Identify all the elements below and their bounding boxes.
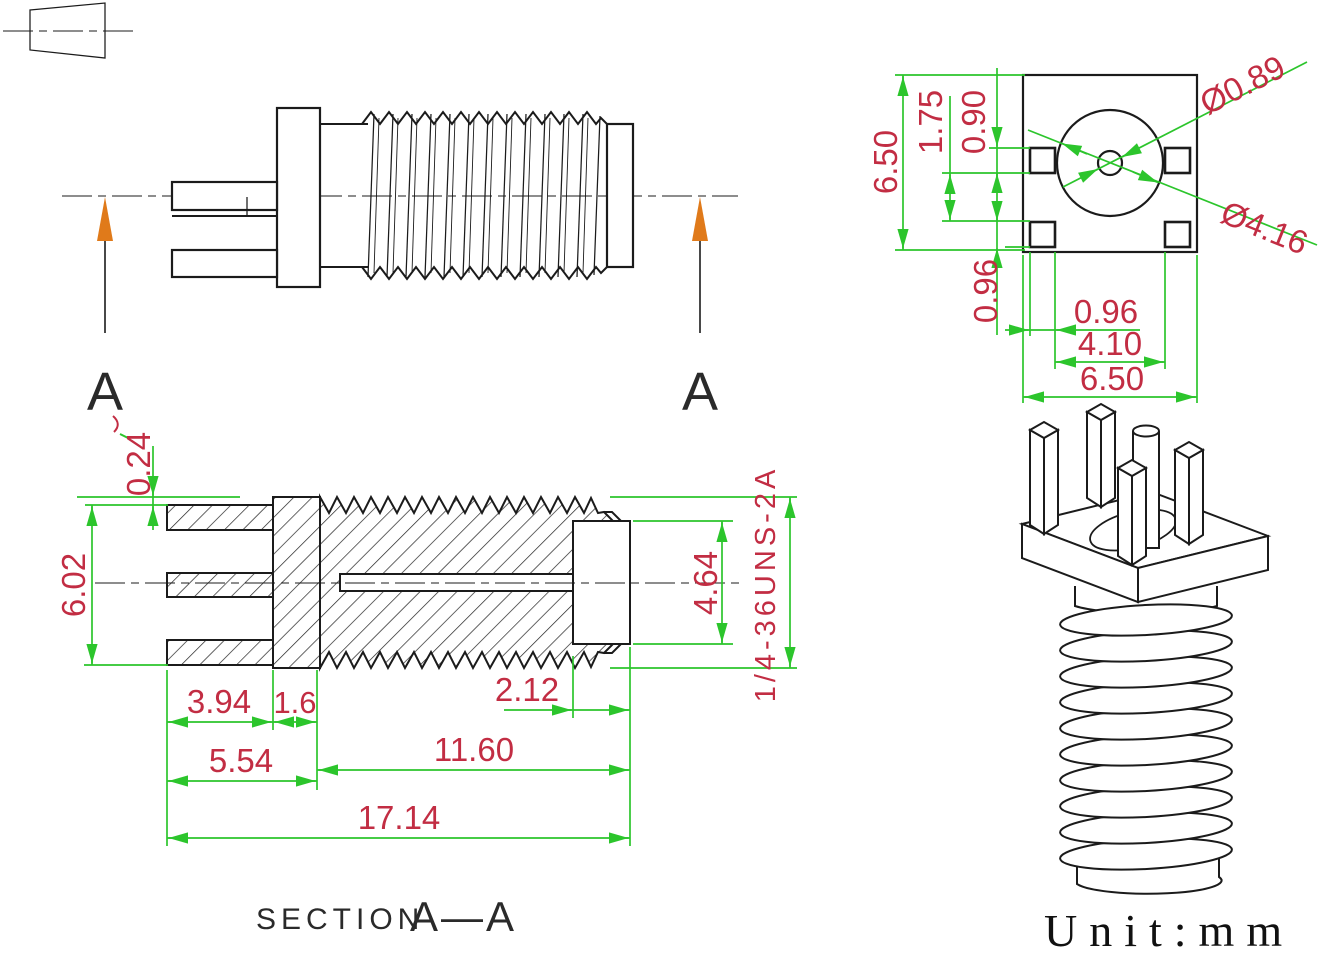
iso-post-left [1027,420,1061,536]
thread-crest-bottom [361,265,608,281]
flange-outline [275,106,322,289]
dim-lower-pin-height: 0.96 [967,259,1004,323]
section-title-name: A—A [410,893,517,940]
pin-lower-right [1163,220,1192,249]
dim-upper-pin-height: 0.90 [955,90,992,154]
front-view: 6.50 1.75 0.90 0.96 0.96 4.10 6.50 Ø0.89… [867,48,1318,403]
unit-label: Unit:mm [1044,905,1294,954]
dim-overall-width: 6.50 [1080,360,1144,397]
center-contact-section [166,572,274,598]
dim-leg-length: 3.94 [187,683,251,720]
iso-post-front [1115,458,1149,567]
iso-post-right [1172,440,1206,546]
dim-total-length: 17.14 [358,799,441,836]
dim-pin-width: 0.96 [1074,293,1138,330]
dim-front-length: 5.54 [209,742,273,779]
dim-thread-spec: 1/4-36UNS-2A [750,466,782,703]
body-end [605,122,635,269]
section-cut-arrow-left [97,197,113,333]
pin-lower-left [1028,220,1057,249]
iso-thread-rings [1059,603,1233,871]
dim-leg-step: 0.24 [120,432,157,496]
dim-bore-diameter: 4.64 [687,551,724,615]
cad-cursor-artifact [112,415,129,439]
section-title-prefix: SECTION [256,903,424,936]
cut-label-left: A [87,362,123,422]
dim-pin-spacing: 4.10 [1078,325,1142,362]
upper-leg [170,180,279,212]
dim-thread-length: 11.60 [434,731,514,768]
dim-leg-span: 6.02 [55,553,92,617]
lower-leg [170,248,279,279]
dim-flange-thickness: 1.6 [273,685,316,720]
pin-upper-left [1028,146,1057,175]
dim-tip-length: 2.12 [495,671,559,708]
iso-post-back [1084,402,1118,509]
section-cut-arrow-right [692,197,708,333]
dim-center-pin-diameter: Ø0.89 [1194,48,1291,122]
side-view: A A [62,106,738,439]
dim-overall-height: 6.50 [867,130,904,194]
isometric-view [1018,402,1272,895]
projection-symbol [3,2,133,59]
bore-end-profile [604,511,631,654]
thread-flanks [367,113,601,278]
pin-upper-right [1163,146,1192,175]
threaded-body-section [319,493,616,672]
section-view: 0.24 6.02 4.64 1/4-36UNS-2A 3.94 1.6 2.1… [55,432,797,846]
upper-leg-section [166,504,274,531]
lower-leg-section [166,639,274,666]
dim-body-diameter: Ø4.16 [1216,194,1313,262]
thread-crest-top [361,110,608,126]
dim-pin-row-gap: 1.75 [912,90,949,154]
cut-label-right: A [682,362,718,422]
